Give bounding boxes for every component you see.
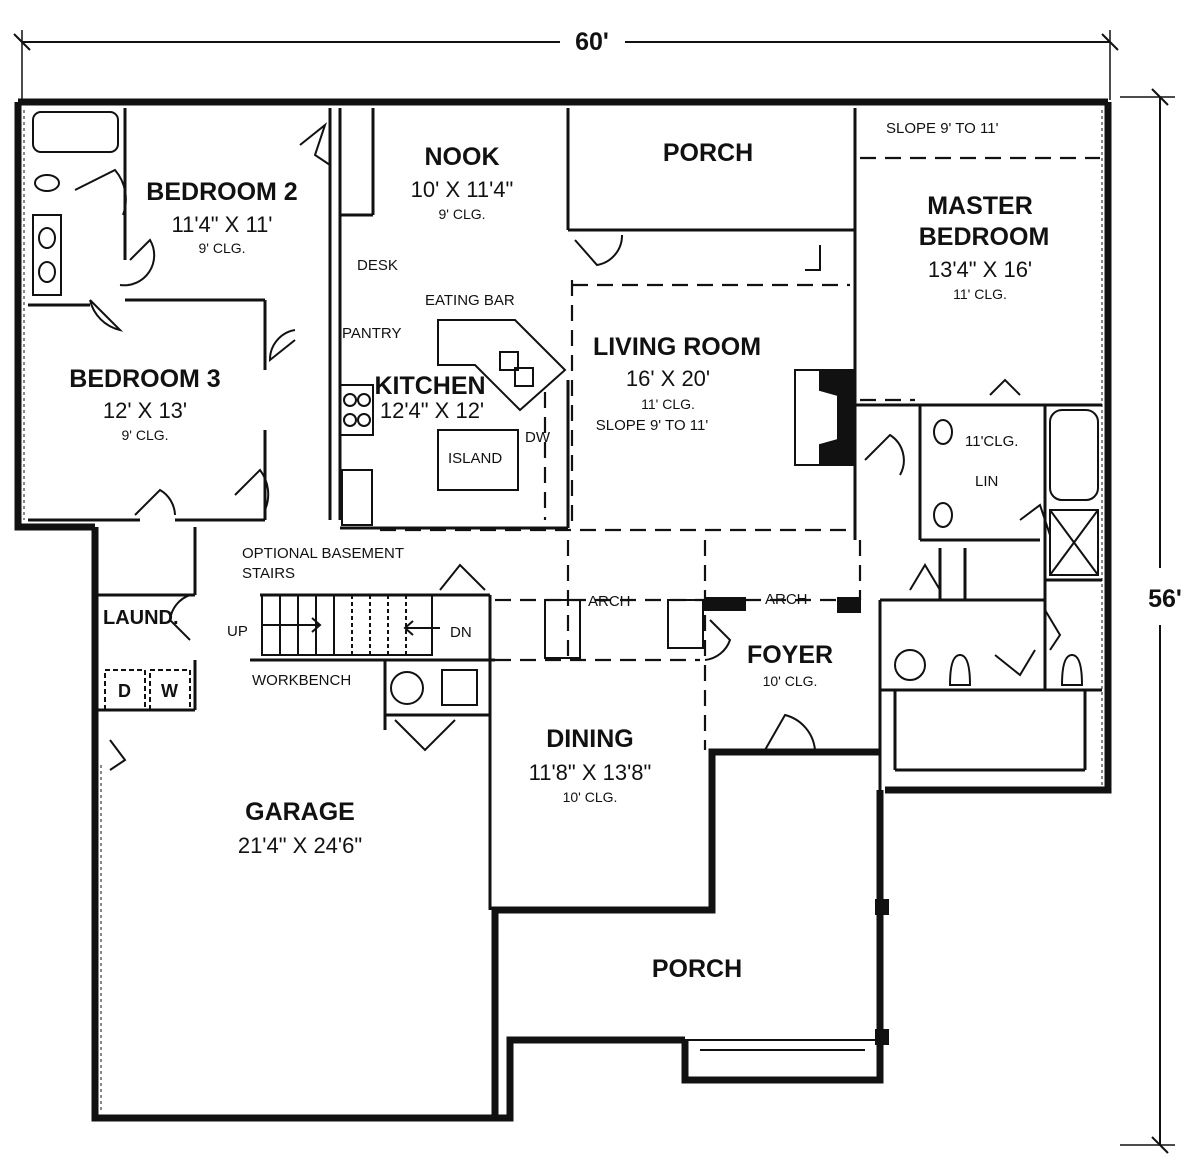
- dining-size: 11'8" X 13'8": [529, 760, 652, 785]
- foyer-name: FOYER: [747, 641, 833, 669]
- optional-basement-1: OPTIONAL BASEMENT: [242, 545, 404, 562]
- bedroom3-clg: 9' CLG.: [121, 427, 168, 443]
- eating-bar-label: EATING BAR: [425, 292, 515, 309]
- master-clg: 11' CLG.: [953, 286, 1007, 302]
- bath-clg: 11'CLG.: [965, 433, 1018, 450]
- dashed-lines: [380, 156, 1100, 750]
- dining-name: DINING: [546, 725, 634, 753]
- washer-icon: [149, 669, 191, 711]
- bathtub-icon: [32, 111, 119, 153]
- exterior-walls: [14, 98, 1112, 1122]
- master-name-1: MASTER: [927, 192, 1033, 220]
- lin-label: LIN: [975, 473, 998, 490]
- bedroom3-size: 12' X 13': [103, 398, 187, 423]
- doors: [74, 122, 1062, 771]
- porch-rear-name: PORCH: [663, 139, 753, 167]
- nook-clg: 9' CLG.: [438, 206, 485, 222]
- fixtures: [32, 111, 1099, 1081]
- pantry-label: PANTRY: [342, 325, 401, 342]
- master-size: 13'4" X 16': [928, 257, 1032, 282]
- living-size: 16' X 20': [626, 366, 710, 391]
- refrigerator-icon: [341, 469, 373, 526]
- workbench-label: WORKBENCH: [252, 672, 351, 689]
- shower-icon: [1049, 509, 1099, 576]
- tub-icon: [1049, 409, 1099, 501]
- depth-label: 56': [1148, 585, 1182, 613]
- dining-clg: 10' CLG.: [563, 789, 618, 805]
- dn-label: DN: [450, 624, 472, 641]
- master-name-2: BEDROOM: [919, 223, 1050, 251]
- nook-name: NOOK: [425, 143, 500, 171]
- bedroom2-clg: 9' CLG.: [198, 240, 245, 256]
- master-slope: SLOPE 9' TO 11': [886, 120, 999, 137]
- garage-name: GARAGE: [245, 798, 355, 826]
- arch-label-1: ARCH: [588, 593, 631, 610]
- bedroom3-name: BEDROOM 3: [69, 365, 220, 393]
- basement-stairs-icon: [261, 594, 440, 656]
- dryer-icon: [104, 669, 146, 711]
- foyer-clg: 10' CLG.: [763, 673, 818, 689]
- range-icon: [339, 384, 374, 436]
- kitchen-name: KITCHEN: [374, 372, 485, 400]
- living-slope: SLOPE 9' TO 11': [596, 417, 709, 434]
- nook-size: 10' X 11'4": [411, 177, 514, 202]
- garage-size: 21'4" X 24'6": [238, 833, 362, 858]
- living-clg: 11' CLG.: [641, 396, 695, 412]
- sink-icon: [894, 649, 926, 681]
- eating-bar-icon: [437, 319, 567, 412]
- width-label: 60': [575, 28, 609, 56]
- dimension-width: 60': [13, 28, 1119, 100]
- toilet-icon: [948, 653, 972, 686]
- bedroom2-name: BEDROOM 2: [146, 178, 297, 206]
- porch-front-name: PORCH: [652, 955, 742, 983]
- washer-label: W: [161, 681, 178, 701]
- bedroom2-size: 11'4" X 11': [171, 212, 272, 237]
- dimension-depth: 56': [1120, 88, 1182, 1154]
- living-name: LIVING ROOM: [593, 333, 761, 361]
- optional-basement-2: STAIRS: [242, 565, 295, 582]
- water-heater-icon: [390, 671, 424, 705]
- island-label: ISLAND: [448, 450, 502, 467]
- island-icon: [437, 429, 519, 491]
- exterior-wall-hatch: [23, 110, 1103, 1112]
- toilet-icon: [34, 174, 60, 192]
- dw-label: DW: [525, 429, 551, 446]
- dryer-label: D: [118, 681, 131, 701]
- laundry-name: LAUND.: [103, 607, 179, 629]
- up-label: UP: [227, 623, 248, 640]
- arch-label-2: ARCH: [765, 591, 808, 608]
- furnace-icon: [441, 669, 478, 706]
- kitchen-size: 12'4" X 12': [380, 398, 484, 423]
- room-labels: BEDROOM 2 11'4" X 11' 9' CLG. BEDROOM 3 …: [69, 120, 1049, 983]
- desk-label: DESK: [357, 257, 398, 274]
